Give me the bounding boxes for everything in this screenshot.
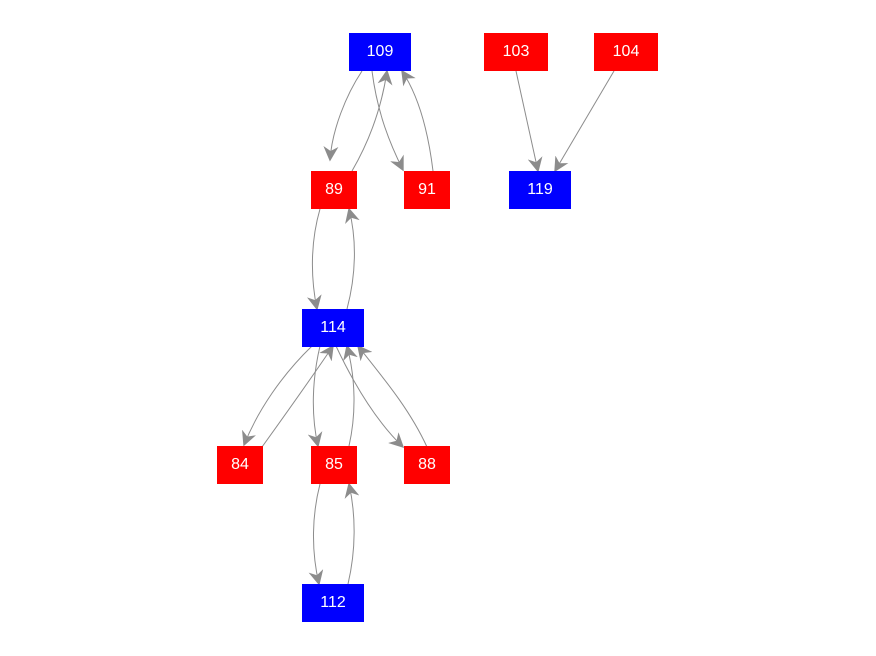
edge-89-109 bbox=[351, 69, 393, 172]
node-114[interactable]: 114 bbox=[302, 309, 364, 347]
node-103[interactable]: 103 bbox=[484, 33, 548, 71]
node-85[interactable]: 85 bbox=[311, 446, 357, 484]
edge-109-89 bbox=[323, 70, 363, 162]
node-84[interactable]: 84 bbox=[217, 446, 263, 484]
node-104[interactable]: 104 bbox=[594, 33, 658, 71]
node-91[interactable]: 91 bbox=[404, 171, 450, 209]
node-89[interactable]: 89 bbox=[311, 171, 357, 209]
edge-114-84 bbox=[242, 345, 313, 447]
edge-85-112 bbox=[308, 483, 324, 586]
edge-112-85 bbox=[344, 482, 360, 585]
edge-114-85 bbox=[307, 345, 323, 448]
edge-84-114 bbox=[261, 344, 334, 448]
node-112[interactable]: 112 bbox=[302, 584, 364, 622]
edge-85-114 bbox=[343, 344, 358, 447]
edge-104-119 bbox=[554, 70, 615, 173]
edge-109-91 bbox=[371, 70, 404, 172]
edge-114-88 bbox=[335, 345, 405, 449]
edge-91-109 bbox=[401, 69, 434, 172]
edge-114-89 bbox=[345, 207, 360, 310]
node-88[interactable]: 88 bbox=[404, 446, 450, 484]
node-109[interactable]: 109 bbox=[349, 33, 411, 71]
edge-89-114 bbox=[306, 208, 322, 311]
edge-88-114 bbox=[357, 344, 428, 448]
node-119[interactable]: 119 bbox=[509, 171, 571, 209]
edge-103-119 bbox=[515, 70, 543, 173]
